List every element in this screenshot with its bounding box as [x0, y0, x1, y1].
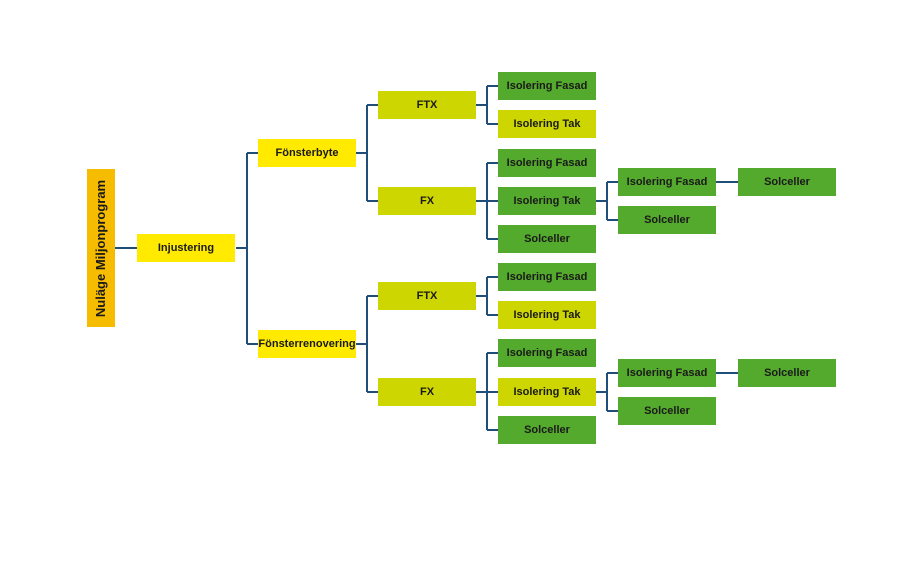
node-a-ftx-isolering-tak: Isolering Tak: [498, 110, 596, 138]
node-injustering: Injustering: [137, 234, 235, 262]
node-a-fasad-solceller: Solceller: [738, 168, 836, 196]
node-fonsterrenovering: Fönsterrenovering: [258, 330, 356, 358]
node-a-tak-isolering-fasad: Isolering Fasad: [618, 168, 716, 196]
node-b-ftx: FTX: [378, 282, 476, 310]
node-a-fx-isolering-tak: Isolering Tak: [498, 187, 596, 215]
node-b-ftx-isolering-fasad: Isolering Fasad: [498, 263, 596, 291]
node-b-fx: FX: [378, 378, 476, 406]
node-b-ftx-isolering-tak: Isolering Tak: [498, 301, 596, 329]
root-label: Nuläge Miljonprogram: [93, 179, 109, 317]
node-a-fx: FX: [378, 187, 476, 215]
node-a-fx-solceller: Solceller: [498, 225, 596, 253]
node-b-fx-solceller: Solceller: [498, 416, 596, 444]
node-b-fx-isolering-tak: Isolering Tak: [498, 378, 596, 406]
node-b-tak-isolering-fasad: Isolering Fasad: [618, 359, 716, 387]
node-fonsterbyte: Fönsterbyte: [258, 139, 356, 167]
root-node: Nuläge Miljonprogram: [87, 169, 115, 327]
node-b-fx-isolering-fasad: Isolering Fasad: [498, 339, 596, 367]
node-a-tak-solceller: Solceller: [618, 206, 716, 234]
node-a-ftx: FTX: [378, 91, 476, 119]
node-a-ftx-isolering-fasad: Isolering Fasad: [498, 72, 596, 100]
node-b-fasad-solceller: Solceller: [738, 359, 836, 387]
node-b-tak-solceller: Solceller: [618, 397, 716, 425]
node-a-fx-isolering-fasad: Isolering Fasad: [498, 149, 596, 177]
